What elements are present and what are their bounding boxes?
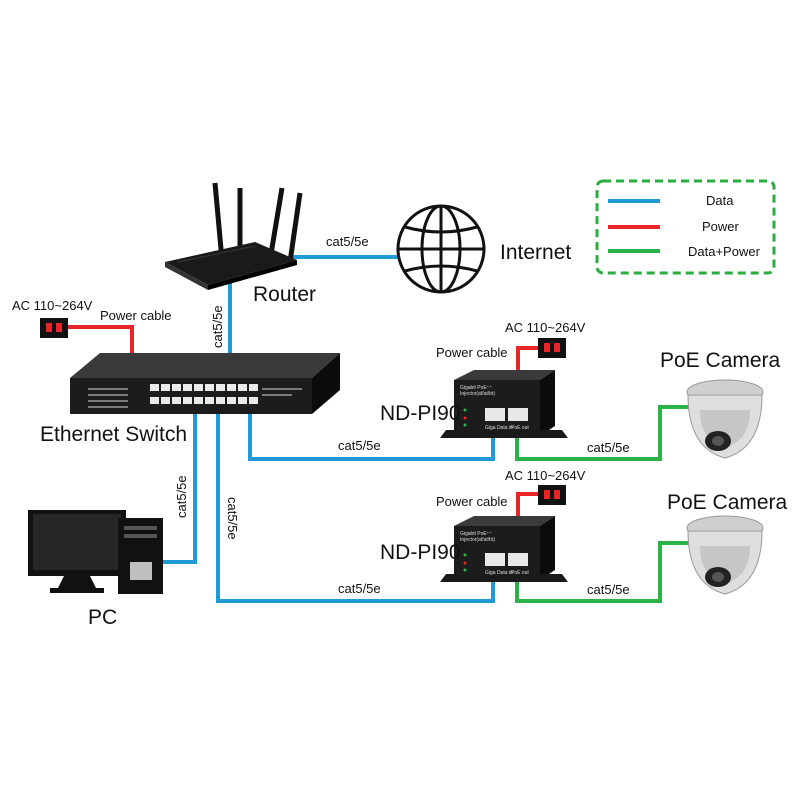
injector1-face-title: Gigabit PoE⁺⁺ bbox=[460, 385, 492, 391]
switch-label: Ethernet Switch bbox=[40, 423, 187, 446]
camera1-label: PoE Camera bbox=[660, 349, 781, 372]
wire-power-injector2 bbox=[516, 492, 538, 518]
injector-icon: Gigabit PoE⁺⁺ Injector(af/at/bt) Giga Da… bbox=[440, 516, 568, 582]
injector1-port-out: PoE out bbox=[511, 425, 529, 431]
cable-label-injector1-camera: cat5/5e bbox=[587, 440, 630, 455]
cable-label-router-switch: cat5/5e bbox=[210, 305, 225, 348]
wire-power-switch bbox=[68, 325, 134, 356]
injector1-face-sub: Injector(af/at/bt) bbox=[460, 391, 495, 397]
camera-icon bbox=[686, 379, 764, 459]
injector2-face-sub: Injector(af/at/bt) bbox=[460, 537, 495, 543]
power-socket-icon bbox=[538, 338, 566, 358]
wire-switch-pc bbox=[160, 412, 197, 564]
cable-label-switch-injector2-vertical: cat5/5e bbox=[225, 497, 240, 540]
legend-power-label: Power bbox=[702, 219, 740, 234]
injector1-label: ND-PI90 bbox=[380, 402, 461, 425]
injector1-power-cable-label: Power cable bbox=[436, 345, 508, 360]
injector2-face-title: Gigabit PoE⁺⁺ bbox=[460, 531, 492, 537]
camera2-label: PoE Camera bbox=[667, 491, 788, 514]
injector2-port-out: PoE out bbox=[511, 570, 529, 576]
power-socket-icon bbox=[40, 318, 68, 338]
injector2-label: ND-PI90 bbox=[380, 541, 461, 564]
router-icon bbox=[165, 182, 303, 290]
injector2-ac-label: AC 110~264V bbox=[505, 468, 586, 483]
wire-switch-injector1 bbox=[248, 412, 495, 461]
cable-label-switch-injector1: cat5/5e bbox=[338, 438, 381, 453]
injector2-port-in: Giga Data in bbox=[485, 570, 513, 576]
internet-label: Internet bbox=[500, 241, 571, 264]
switch-icon bbox=[70, 353, 340, 414]
injector-icon: Gigabit PoE⁺⁺ Injector(af/at/bt) Giga Da… bbox=[440, 370, 568, 438]
wire-injector2-camera2 bbox=[515, 541, 690, 603]
injector2-power-cable-label: Power cable bbox=[436, 494, 508, 509]
legend-data-power-label: Data+Power bbox=[688, 244, 761, 259]
router-label: Router bbox=[253, 283, 316, 306]
power-socket-icon bbox=[538, 485, 566, 505]
cable-label-switch-injector2: cat5/5e bbox=[338, 581, 381, 596]
injector1-ac-label: AC 110~264V bbox=[505, 320, 586, 335]
pc-icon bbox=[28, 510, 163, 594]
wire-power-injector1 bbox=[516, 346, 538, 370]
pc-label: PC bbox=[88, 606, 117, 629]
switch-ac-label: AC 110~264V bbox=[12, 298, 93, 313]
injector1-port-in: Giga Data in bbox=[485, 425, 513, 431]
cable-label-injector2-camera: cat5/5e bbox=[587, 582, 630, 597]
globe-icon bbox=[396, 204, 486, 294]
cable-label-switch-pc: cat5/5e bbox=[174, 475, 189, 518]
legend: Data Power Data+Power bbox=[595, 179, 776, 275]
cable-label-router-internet: cat5/5e bbox=[326, 234, 369, 249]
camera-icon bbox=[686, 515, 764, 595]
wire-switch-injector2 bbox=[216, 412, 495, 603]
switch-power-cable-label: Power cable bbox=[100, 308, 172, 323]
legend-data-label: Data bbox=[706, 193, 734, 208]
wire-injector1-camera1 bbox=[515, 405, 690, 461]
